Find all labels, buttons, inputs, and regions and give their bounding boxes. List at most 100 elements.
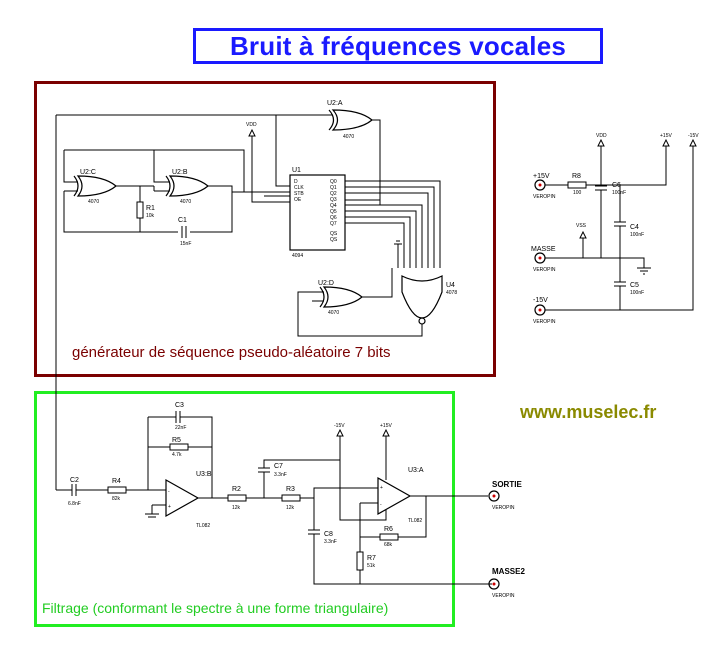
c6-ref: C6: [612, 182, 621, 189]
r8-ref: R8: [572, 173, 581, 180]
u1-pin-q2: Q2: [330, 191, 337, 197]
u1-pin-q4: Q4: [330, 203, 337, 209]
vdd-label: VDD: [246, 122, 257, 128]
u2c-type: 4070: [88, 199, 99, 205]
vdd-arrow: VDD: [246, 122, 257, 192]
power-section: VDD +15V -15V +15V VEROPIN R8 100 C6 100…: [531, 133, 699, 325]
u3a-plus: +: [380, 485, 383, 491]
u2b-type: 4070: [180, 199, 191, 205]
r3-value: 12k: [286, 505, 295, 511]
masse2-label: MASSE2: [492, 567, 525, 576]
c8-ref: C8: [324, 531, 333, 538]
u4-type: 4078: [446, 290, 457, 296]
u1-pin-qs1: QS: [330, 231, 338, 237]
filter-caption: Filtrage (conformant le spectre à une fo…: [42, 600, 389, 616]
c3-ref: C3: [175, 402, 184, 409]
r1-value: 10k: [146, 213, 155, 219]
r5-value: 4.7k: [172, 452, 182, 458]
masse2-veropin: VEROPIN: [492, 593, 515, 599]
u1-pin-q6: Q6: [330, 215, 337, 221]
r4-value: 82k: [112, 496, 121, 502]
generator-frame: [34, 81, 496, 377]
vss-label: VSS: [576, 223, 587, 229]
r5-ref: R5: [172, 437, 181, 444]
r2-ref: R2: [232, 486, 241, 493]
r2-value: 12k: [232, 505, 241, 511]
filter-rail-p15: +15V: [380, 423, 392, 429]
u1-pin-q5: Q5: [330, 209, 337, 215]
u2c-ref: U2:C: [80, 169, 96, 176]
u1-pin-q1: Q1: [330, 185, 337, 191]
pin-masse-label: MASSE: [531, 246, 556, 253]
r7-ref: R7: [367, 555, 376, 562]
title-box: Bruit à fréquences vocales: [193, 28, 603, 64]
gate-u2b: U2:B 4070: [165, 169, 209, 205]
u1-pin-q0: Q0: [330, 179, 337, 185]
u1-pin-d: D: [294, 179, 298, 185]
diagram-title: Bruit à fréquences vocales: [229, 30, 567, 61]
u4-ref: U4: [446, 282, 455, 289]
u1-pin-stb: STB: [294, 191, 304, 197]
c7-ref: C7: [274, 463, 283, 470]
c4-ref: C4: [630, 224, 639, 231]
gate-u4: U4 4078: [401, 275, 457, 325]
c8-value: 3.3nF: [324, 539, 337, 545]
capacitor-c1: C1 15nF: [178, 217, 191, 247]
u3b-minus: -: [168, 489, 170, 495]
r3-ref: R3: [286, 486, 295, 493]
sortie-veropin: VEROPIN: [492, 505, 515, 511]
c2-ref: C2: [70, 477, 79, 484]
generator-caption: générateur de séquence pseudo-aléatoire …: [72, 344, 391, 361]
filter-rail-m15: -15V: [334, 423, 345, 429]
sortie-label: SORTIE: [492, 480, 522, 489]
u1-pin-qs2: QS: [330, 237, 338, 243]
c2-value: 6.8nF: [68, 501, 81, 507]
u3b-ref: U3:B: [196, 471, 212, 478]
filter-frame: [34, 391, 455, 627]
u2d-ref: U2:D: [318, 280, 334, 287]
c5-ref: C5: [630, 282, 639, 289]
rail-p15-label: +15V: [660, 133, 672, 139]
power-vdd-label: VDD: [596, 133, 607, 139]
c7-value: 3.3nF: [274, 472, 287, 478]
u3a-type: TL082: [408, 518, 422, 524]
c5-value: 100nF: [630, 290, 644, 296]
r1-ref: R1: [146, 205, 155, 212]
r6-value: 68k: [384, 542, 393, 548]
c1-value: 15nF: [180, 241, 191, 247]
website-label: www.muselec.fr: [520, 402, 657, 422]
u1-pin-q7: Q7: [330, 221, 337, 227]
u2a-ref: U2:A: [327, 100, 343, 107]
u3b-plus: +: [168, 504, 171, 510]
r6-ref: R6: [384, 526, 393, 533]
u3a-minus: -: [380, 502, 382, 508]
u1-ref: U1: [292, 167, 301, 174]
u1-pin-oe: OE: [294, 197, 302, 203]
gate-u2d: U2:D 4070: [318, 280, 363, 316]
gate-u2a: U2:A 4070: [327, 100, 373, 140]
pin-m15-label: -15V: [533, 297, 548, 304]
u3b-type: TL082: [196, 523, 210, 529]
u1-part: 4094: [292, 253, 303, 259]
u2a-type: 4070: [343, 134, 354, 140]
u1-pin-clk: CLK: [294, 185, 304, 191]
rail-m15-label: -15V: [688, 133, 699, 139]
c3-value: 22nF: [175, 425, 186, 431]
c6-value: 100nF: [612, 190, 626, 196]
u2b-ref: U2:B: [172, 169, 188, 176]
pin-m15-veropin: VEROPIN: [533, 319, 556, 325]
r7-value: 51k: [367, 563, 376, 569]
c1-ref: C1: [178, 217, 187, 224]
pin-p15-veropin: VEROPIN: [533, 194, 556, 200]
c4-value: 100nF: [630, 232, 644, 238]
filter-section: C2 6.8nF R4 82k C3 22nF R5 4.7k - + U3:B…: [56, 402, 525, 599]
resistor-r1: R1 10k: [136, 201, 155, 219]
u2d-type: 4070: [328, 310, 339, 316]
pin-p15-label: +15V: [533, 173, 550, 180]
r8-value: 100: [573, 190, 582, 196]
ic-u1: U1 D CLK STB OE Q0 Q1 Q2 Q3 Q4 Q5 Q6 Q7 …: [289, 167, 346, 259]
pin-masse-veropin: VEROPIN: [533, 267, 556, 273]
r4-ref: R4: [112, 478, 121, 485]
gate-u2c: U2:C 4070: [73, 169, 117, 205]
